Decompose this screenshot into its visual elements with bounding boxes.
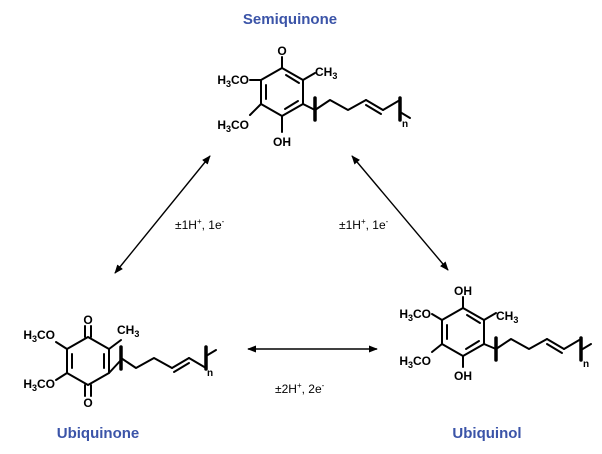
ubiquinone-methoxy-top: H3CO (23, 328, 55, 344)
semiquinone-structure (249, 56, 411, 133)
semiquinone-title: Semiquinone (243, 11, 337, 28)
ubiquinol-repeat-n: n (583, 359, 589, 370)
semiquinone-methyl: CH3 (315, 65, 337, 81)
ubiquinone-oxygen-bottom: O (83, 396, 92, 410)
right-reaction-label: ±1H+, 1e- (339, 217, 389, 232)
semiquinone-oxygen: O (277, 44, 286, 58)
left-equilibrium-arrow (114, 155, 211, 274)
ubiquinol-methoxy-bottom: H3CO (399, 354, 431, 370)
semiquinone-hydroxyl: OH (273, 135, 291, 149)
right-equilibrium-arrow (351, 155, 449, 271)
ubiquinol-title: Ubiquinol (452, 425, 521, 442)
ubiquinone-methyl: CH3 (117, 323, 139, 339)
left-reaction-label: ±1H+, 1e- (175, 217, 225, 232)
ubiquinone-oxygen-top: O (83, 313, 92, 327)
semiquinone-repeat-n: n (402, 119, 408, 130)
ubiquinol-hydroxyl-bottom: OH (454, 369, 472, 383)
bottom-reaction-label: ±2H+, 2e- (275, 381, 325, 396)
ubiquinol-structure (431, 296, 592, 368)
semiquinone-methoxy-top: H3CO (217, 73, 249, 89)
ubiquinol-methoxy-top: H3CO (399, 307, 431, 323)
ubiquinone-structure (55, 325, 217, 397)
semiquinone-methoxy-bottom: H3CO (217, 118, 249, 134)
ubiquinone-methoxy-bottom: H3CO (23, 377, 55, 393)
ubiquinol-hydroxyl-top: OH (454, 284, 472, 298)
ubiquinone-repeat-n: n (207, 368, 213, 379)
ubiquinone-title: Ubiquinone (57, 425, 140, 442)
ubiquinol-methyl: CH3 (496, 309, 518, 325)
